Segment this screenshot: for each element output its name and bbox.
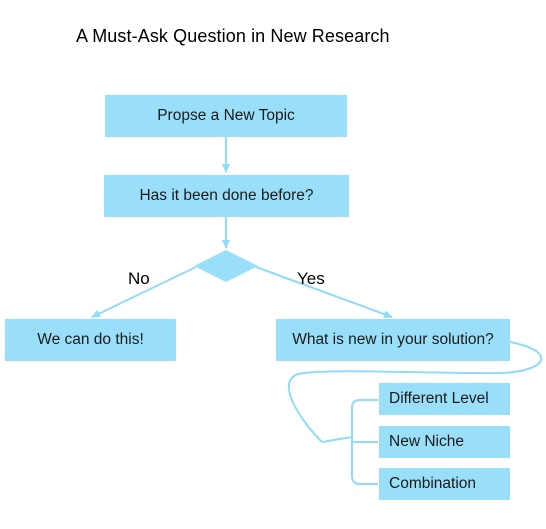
node-done-before: Has it been done before? (104, 175, 349, 217)
node-option-new-niche: New Niche (379, 426, 510, 458)
arrow-yes-branch (255, 266, 393, 318)
branch-label-yes: Yes (297, 269, 325, 288)
branch-label-no: No (128, 269, 150, 288)
options-bracket (321, 399, 378, 485)
node-whats-new: What is new in your solution? (276, 319, 510, 361)
diagram-title: A Must-Ask Question in New Research (76, 26, 390, 46)
node-option-combination: Combination (379, 468, 510, 500)
node-option-different-level: Different Level (379, 383, 510, 415)
arrow-no-branch (91, 266, 197, 318)
node-propose-topic: Propse a New Topic (105, 95, 347, 137)
node-we-can-do-this: We can do this! (5, 319, 176, 361)
curve-to-options (287, 341, 543, 443)
decision-diamond (194, 250, 258, 282)
